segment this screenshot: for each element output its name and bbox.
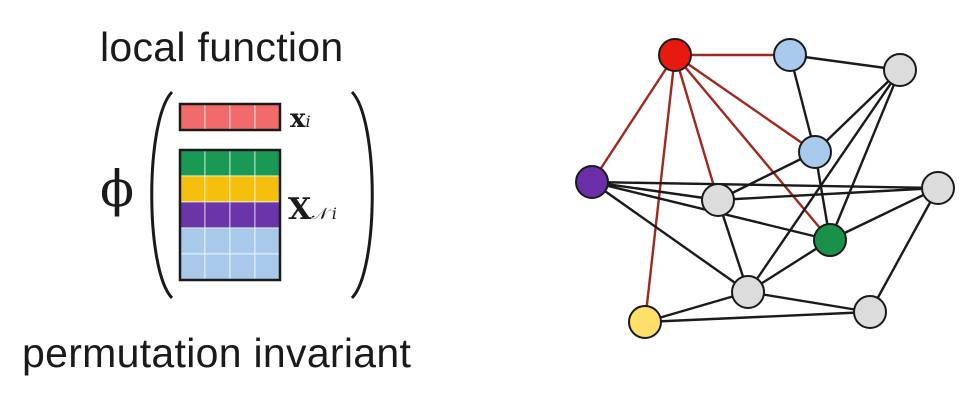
node-n6: [701, 183, 735, 217]
node-n7: [921, 171, 955, 205]
neighbor-row-3-cell: [254, 227, 281, 255]
graph-edges: [590, 53, 940, 324]
neighbor-row-1-cell: [204, 175, 231, 203]
node-n3: [883, 53, 917, 87]
xi-cell: [229, 103, 256, 131]
neighbor-row-3-cell: [179, 227, 206, 255]
neighbor-row-2-cell: [179, 201, 206, 229]
neighbor-row-0-cell: [179, 149, 206, 177]
neighbor-row-2-cell: [254, 201, 281, 229]
node-n2: [773, 38, 807, 72]
edge-n2-n3: [789, 53, 901, 72]
neighbor-row-4-cell: [179, 253, 206, 281]
neighbor-row-0-cell: [204, 149, 231, 177]
edge-n7-n11: [868, 187, 940, 313]
graph-nodes: [575, 38, 955, 339]
node-n11: [853, 295, 887, 329]
neighbor-row-3-cell: [204, 227, 231, 255]
edge-n4-n7: [591, 180, 939, 190]
xi-cell: [179, 103, 206, 131]
neighbor-row-1-cell: [254, 175, 281, 203]
xi-cell: [204, 103, 231, 131]
edge-n10-n11: [644, 310, 871, 324]
neighbor-row-1-cell: [179, 175, 206, 203]
edge-n9-n11: [747, 290, 871, 314]
xni-label: X𝒩 i: [288, 192, 337, 227]
xi-row-vector: [178, 102, 282, 132]
edge-n1-n10: [643, 54, 677, 323]
left-paren: [150, 90, 174, 300]
neighbor-row-4-cell: [229, 253, 256, 281]
neighbor-row-4-cell: [204, 253, 231, 281]
edge-n3-n9: [747, 69, 901, 293]
xi-border: [178, 102, 282, 132]
node-n9: [731, 275, 765, 309]
neighbor-row-2-cell: [229, 201, 256, 229]
neighbor-row-4-cell: [254, 253, 281, 281]
node-n4: [575, 165, 609, 199]
edge-n7-n8: [829, 186, 939, 242]
edge-n4-n9: [591, 181, 749, 293]
xi-sub: i: [305, 112, 311, 131]
graph-diagram: [575, 38, 955, 339]
feature-matrix: [150, 90, 374, 300]
edge-n1-n5: [674, 54, 816, 153]
xi-cell: [254, 103, 281, 131]
edge-n3-n5: [814, 69, 901, 153]
edge-n9-n10: [644, 290, 749, 324]
xi-label: xi: [290, 104, 311, 134]
neighbor-row-2-cell: [204, 201, 231, 229]
edge-n5-n6: [717, 150, 816, 202]
node-n5: [798, 135, 832, 169]
permutation-invariant-label: permutation invariant: [22, 330, 412, 376]
edge-n1-n6: [673, 54, 720, 201]
phi-symbol: ϕ: [100, 160, 135, 218]
neighbor-border: [178, 148, 282, 282]
xni-sub: 𝒩 i: [311, 204, 337, 223]
xi-main: x: [290, 104, 306, 134]
neighbor-feature-matrix: [178, 148, 282, 282]
node-n8: [813, 223, 847, 257]
edge-n3-n8: [828, 69, 902, 241]
right-paren: [350, 90, 374, 300]
neighbor-row-3-cell: [229, 227, 256, 255]
node-n10: [628, 305, 662, 339]
edge-n1-n4: [590, 54, 677, 183]
xni-main: X: [288, 192, 312, 227]
neighbor-row-0-cell: [229, 149, 256, 177]
neighbor-row-1-cell: [229, 175, 256, 203]
neighbor-row-0-cell: [254, 149, 281, 177]
edge-n4-n6: [591, 180, 719, 202]
local-function-label: local function: [100, 24, 344, 70]
node-n1: [658, 38, 692, 72]
edge-n6-n7: [717, 186, 939, 202]
